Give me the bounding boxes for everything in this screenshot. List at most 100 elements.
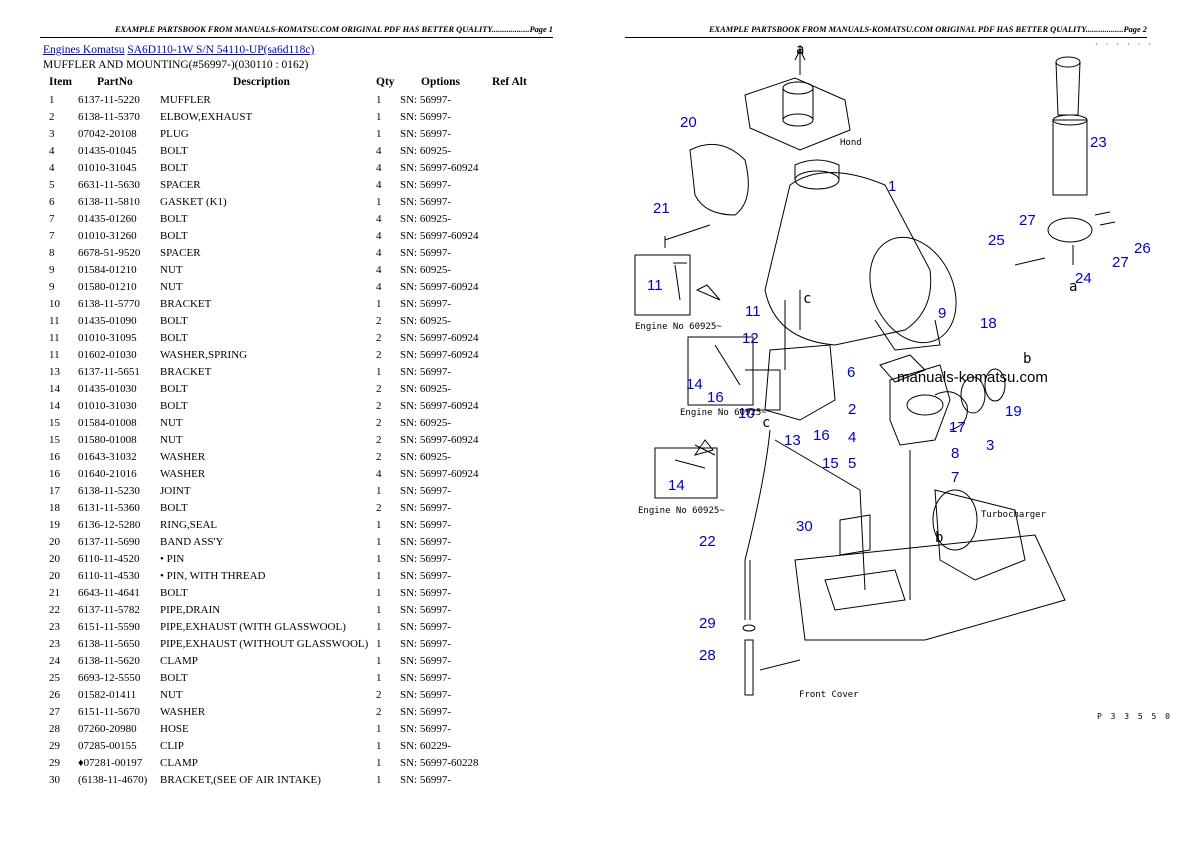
cell-options: SN: 60925- [400, 264, 452, 276]
cell-description: BOLT [160, 672, 188, 684]
cell-partno: ♦07281-00197 [78, 757, 143, 769]
cell-options: SN: 60925- [400, 315, 452, 327]
col-partno: PartNo [97, 76, 133, 88]
cell-description: BOLT [160, 213, 188, 225]
cell-qty: 1 [376, 638, 382, 650]
cell-item: 6 [49, 196, 55, 208]
callout-9: 9 [938, 305, 946, 322]
callout-26: 26 [1134, 240, 1151, 257]
callout-24: 24 [1075, 270, 1092, 287]
cell-qty: 4 [376, 145, 382, 157]
cell-item: 18 [49, 502, 60, 514]
cell-qty: 1 [376, 655, 382, 667]
cell-options: SN: 60229- [400, 740, 452, 752]
cell-description: BOLT [160, 400, 188, 412]
cell-description: CLAMP [160, 655, 198, 667]
diagram-page: EXAMPLE PARTSBOOK FROM MANUALS-KOMATSU.C… [595, 0, 1190, 842]
cell-description: NUT [160, 281, 183, 293]
cell-partno: 6678-51-9520 [78, 247, 141, 259]
cell-description: JOINT [160, 485, 191, 497]
cell-item: 26 [49, 689, 60, 701]
cell-description: GASKET (K1) [160, 196, 227, 208]
cell-partno: 6631-11-5630 [78, 179, 140, 191]
callout-20: 20 [680, 114, 697, 131]
reference-letter-c: c [762, 415, 770, 431]
cell-item: 3 [49, 128, 55, 140]
cell-item: 20 [49, 536, 60, 548]
col-qty: Qty [376, 76, 395, 88]
cell-partno: 01584-01210 [78, 264, 137, 276]
callout-12: 12 [742, 330, 759, 347]
cell-options: SN: 56997- [400, 94, 452, 106]
cell-qty: 1 [376, 298, 382, 310]
cell-options: SN: 56997- [400, 570, 452, 582]
cell-item: 15 [49, 417, 60, 429]
cell-partno: 01010-31260 [78, 230, 137, 242]
cell-options: SN: 60925- [400, 417, 452, 429]
callout-6: 6 [847, 364, 855, 381]
breadcrumb-link-model[interactable]: SA6D110-1W S/N 54110-UP(sa6d118c) [127, 44, 315, 56]
reference-letter-c: c [803, 291, 811, 307]
col-options: Options [421, 76, 460, 88]
cell-item: 4 [49, 145, 55, 157]
cell-qty: 2 [376, 451, 382, 463]
cell-partno: 01010-31045 [78, 162, 137, 174]
callout-1: 1 [888, 178, 896, 195]
cell-options: SN: 56997- [400, 604, 452, 616]
cell-partno: 01580-01008 [78, 434, 137, 446]
cell-description: PLUG [160, 128, 189, 140]
watermark: manuals-komatsu.com [897, 369, 1048, 386]
cell-description: BAND ASS'Y [160, 536, 224, 548]
cell-item: 24 [49, 655, 60, 667]
cell-description: WASHER [160, 706, 206, 718]
cell-partno: 6110-11-4520 [78, 553, 140, 565]
cell-item: 9 [49, 281, 55, 293]
cell-item: 20 [49, 553, 60, 565]
cell-item: 9 [49, 264, 55, 276]
callout-8: 8 [951, 445, 959, 462]
cell-item: 15 [49, 434, 60, 446]
cell-description: PIPE,EXHAUST (WITH GLASSWOOL) [160, 621, 346, 633]
breadcrumb-link-engines[interactable]: Engines Komatsu [43, 44, 125, 56]
cell-partno: 6138-11-5370 [78, 111, 140, 123]
cell-item: 2 [49, 111, 55, 123]
cell-description: BOLT [160, 332, 188, 344]
cell-partno: 6138-11-5810 [78, 196, 140, 208]
cell-qty: 2 [376, 689, 382, 701]
cell-qty: 1 [376, 128, 382, 140]
cell-options: SN: 56997- [400, 536, 452, 548]
hood-flange-shape [744, 77, 851, 151]
cell-qty: 1 [376, 519, 382, 531]
cell-item: 25 [49, 672, 60, 684]
cell-partno: 6151-11-5670 [78, 706, 140, 718]
callout-3: 3 [986, 437, 994, 454]
cell-qty: 4 [376, 179, 382, 191]
cell-qty: 1 [376, 553, 382, 565]
cell-qty: 1 [376, 774, 382, 786]
cell-qty: 4 [376, 230, 382, 242]
cell-qty: 4 [376, 162, 382, 174]
callout-18: 18 [980, 315, 997, 332]
cell-description: CLIP [160, 740, 184, 752]
cell-item: 23 [49, 638, 60, 650]
cell-options: SN: 56997- [400, 621, 452, 633]
col-refalt: Ref Alt [492, 76, 527, 88]
cell-description: MUFFLER [160, 94, 211, 106]
cell-description: RING,SEAL [160, 519, 218, 531]
cell-qty: 1 [376, 570, 382, 582]
